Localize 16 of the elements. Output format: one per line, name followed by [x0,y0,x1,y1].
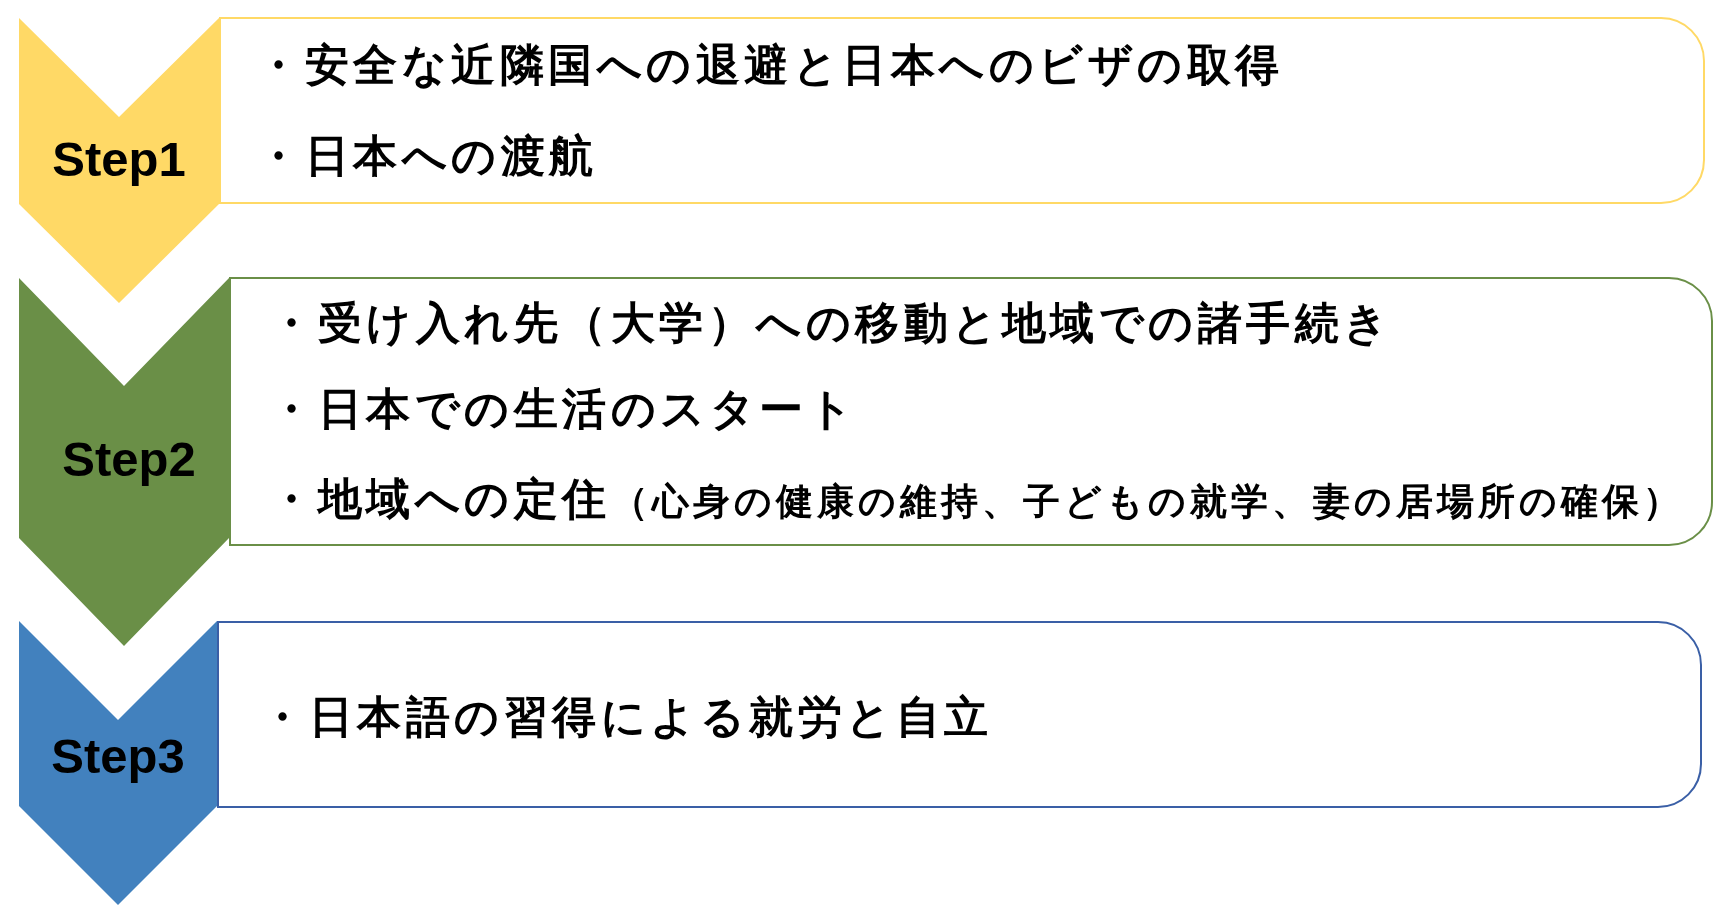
bullet-text: ・安全な近隣国への退避と日本へのビザの取得 [256,38,1284,90]
step-content-box [217,621,1702,808]
step-label: Step2 [62,433,196,487]
bullet-text: ・日本での生活のスタート [269,382,857,434]
bullet-text: ・日本への渡航 [256,129,598,181]
step-label: Step3 [51,730,185,784]
step-content-box [219,17,1705,204]
step-banner [19,18,219,303]
bullet-text: ・日本語の習得による就労と自立 [260,690,993,742]
step-content-box [229,277,1713,546]
bullet-text: ・受け入れ先（大学）への移動と地域での諸手続き [269,296,1393,348]
step-banner [19,621,217,905]
step-banner [19,278,229,646]
step-label: Step1 [52,133,186,187]
bullet-text: ・地域への定住 [269,472,611,524]
note-text: （心身の健康の維持、子どもの就学、妻の居場所の確保） [610,479,1684,523]
